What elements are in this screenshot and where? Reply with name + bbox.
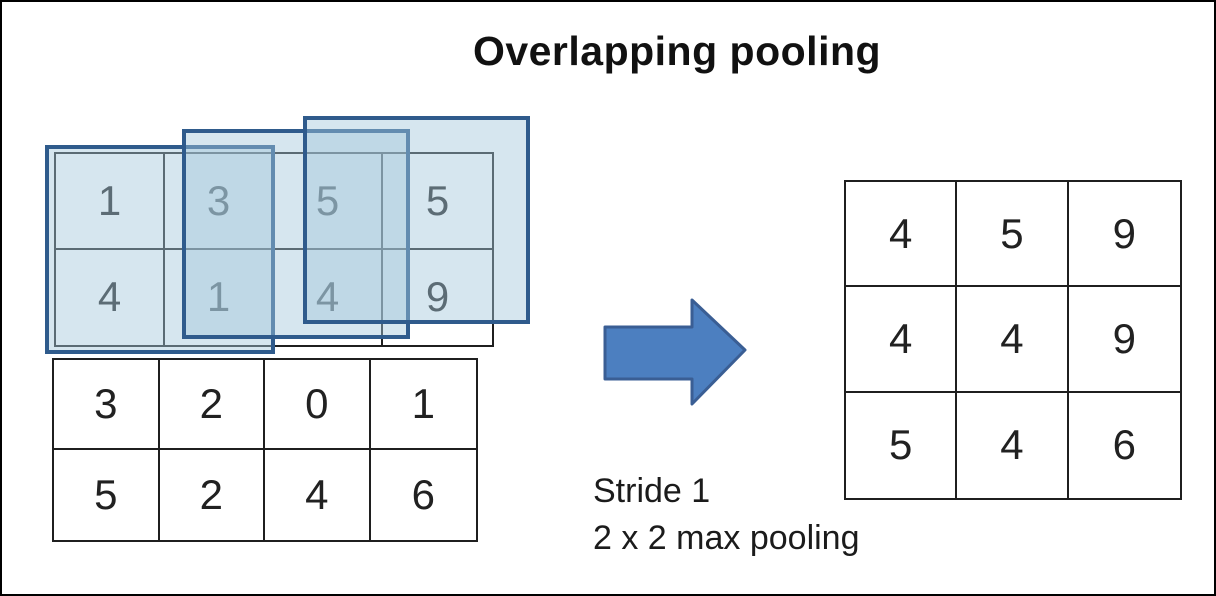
input-cell: 5	[274, 154, 383, 250]
diagram-title: Overlapping pooling	[472, 28, 882, 74]
input-grid-bottom: 3 2 0 1 5 2 4 6	[52, 358, 478, 542]
output-cell: 9	[1068, 182, 1180, 288]
input-cell: 3	[54, 360, 160, 450]
input-cell: 2	[159, 360, 265, 450]
input-cell: 4	[56, 249, 165, 345]
output-cell: 4	[846, 287, 958, 393]
right-arrow-icon	[603, 298, 747, 406]
pooling-window-2	[182, 129, 410, 339]
input-cell: 5	[54, 450, 160, 540]
pooling-label: 2 x 2 max pooling	[593, 519, 860, 557]
input-cell: 9	[425, 273, 450, 321]
input-cell: 4	[274, 249, 383, 345]
input-cell: 5	[383, 154, 492, 250]
output-cell: 4	[957, 392, 1069, 498]
input-cell: 0	[265, 360, 371, 450]
input-cell: 4	[265, 450, 371, 540]
input-cell: 1	[56, 154, 165, 250]
pooling-window-1	[45, 145, 275, 354]
input-cell: 6	[411, 471, 435, 518]
stride-label: Stride 1	[593, 472, 711, 510]
output-cell: 6	[1112, 421, 1136, 469]
output-cell: 4	[846, 182, 958, 288]
input-cell: 2	[160, 450, 265, 540]
pooling-annotation: Stride 1 2 x 2 max pooling	[593, 468, 860, 562]
input-cell: 1	[370, 360, 476, 450]
output-cell: 4	[957, 287, 1069, 393]
output-cell: 9	[1068, 287, 1180, 393]
output-cell: 5	[957, 182, 1069, 288]
pooling-window-3	[303, 116, 530, 324]
output-grid: 4 5 9 4 4 9 5 4 6	[844, 180, 1182, 500]
output-cell: 5	[846, 392, 958, 498]
